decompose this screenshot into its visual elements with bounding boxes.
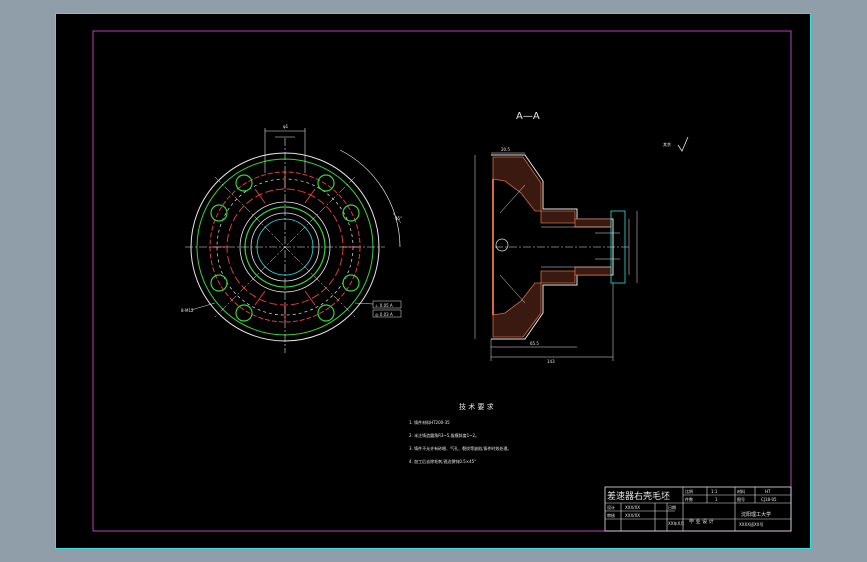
design-label: 设计 bbox=[607, 504, 615, 510]
check-label: 审核 bbox=[607, 512, 615, 518]
title-block: 差速器右壳毛坯 比例 1:1 件数 1 材料 HT 图号 CJ18-05 设计 … bbox=[604, 486, 792, 532]
tech-title: 技 术 要 求 bbox=[459, 402, 494, 411]
drawing-no-value: CJ18-05 bbox=[761, 497, 777, 502]
dim-overall-length: 143 bbox=[547, 359, 555, 364]
scale-value: 1:1 bbox=[711, 489, 718, 494]
tech-item-4: 4. 加工后去除毛刺,锐边倒钝0.5×45° bbox=[409, 458, 476, 464]
date-value: XX年X月 bbox=[668, 520, 684, 526]
bolt-holes bbox=[210, 174, 360, 322]
tech-requirements: 技 术 要 求 1. 铸件材料HT200-35 2. 未注铸造圆角R3~5,拔模… bbox=[409, 402, 511, 464]
tech-item-2: 2. 未注铸造圆角R3~5,拔模斜度1~2。 bbox=[409, 432, 479, 438]
cad-drawing: φ1 45° 8-M12 ⊥ 0.05 A ◎ 0.03 A A—A bbox=[92, 30, 792, 532]
material-label: 材料 bbox=[737, 488, 745, 494]
angle-note: 45° bbox=[395, 216, 402, 221]
material-value: HT bbox=[765, 489, 771, 494]
roughness-note: 其余 bbox=[663, 136, 689, 152]
check-value: XXX/XX bbox=[625, 513, 640, 518]
date-label: 日期 bbox=[668, 504, 676, 510]
drawing-sheet: φ1 45° 8-M12 ⊥ 0.05 A ◎ 0.03 A A—A bbox=[55, 13, 811, 549]
section-label: A—A bbox=[516, 111, 540, 122]
project-label: 毕 业 设 计 bbox=[689, 518, 714, 525]
drawing-no-label: 图号 bbox=[737, 496, 745, 502]
section-hatch bbox=[492, 156, 612, 338]
inner-frame bbox=[92, 30, 792, 532]
design-value: XXX/XX bbox=[625, 505, 640, 510]
dim-inner-length: 65.5 bbox=[530, 341, 539, 346]
front-view: φ1 45° 8-M12 ⊥ 0.05 A ◎ 0.03 A bbox=[181, 124, 402, 353]
school-name: 沈阳理工大学 bbox=[741, 511, 771, 518]
datum-label-1: ⊥ 0.05 A bbox=[375, 303, 393, 308]
scale-label: 比例 bbox=[685, 488, 693, 494]
pcd-note: 8-M12 bbox=[181, 308, 194, 313]
part-name: 差速器右壳毛坯 bbox=[607, 490, 670, 502]
tech-item-3: 3. 铸件不允许有砂眼、气孔、裂纹等缺陷,铸件时效处理。 bbox=[409, 445, 511, 451]
class-no: XXXX班XX号 bbox=[739, 521, 763, 527]
dim-hub-depth: 20.5 bbox=[501, 147, 510, 152]
tech-item-1: 1. 铸件材料HT200-35 bbox=[409, 419, 450, 425]
qty-value: 1 bbox=[715, 497, 718, 502]
section-view: A—A 2 bbox=[474, 111, 638, 364]
outer-frame bbox=[55, 13, 811, 549]
datum-label-2: ◎ 0.03 A bbox=[375, 312, 393, 317]
qty-label: 件数 bbox=[685, 496, 693, 502]
dim-top-width: φ1 bbox=[283, 124, 289, 129]
svg-text:其余: 其余 bbox=[663, 141, 671, 147]
